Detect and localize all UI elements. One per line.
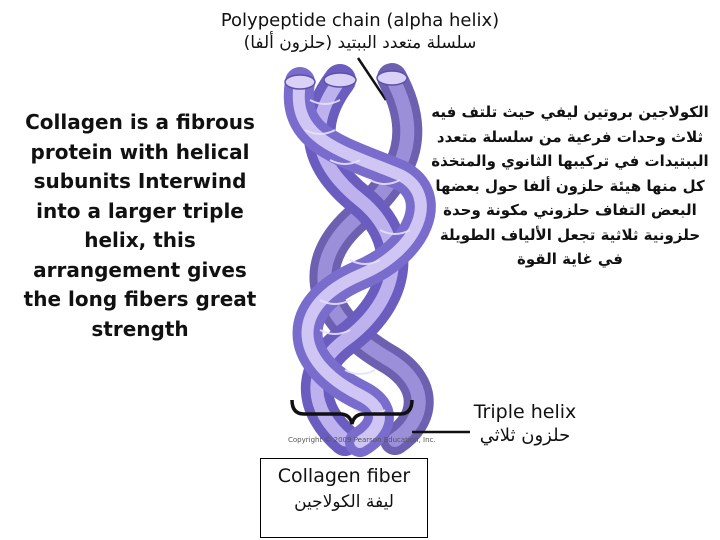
strand-end-top-2 <box>323 72 357 88</box>
title-arabic: سلسلة متعدد الببتيد (حلزون ألفا) <box>243 33 477 53</box>
arabic-description: الكولاجين بروتين ليفي حيث تلتف فيه ثلاث … <box>431 103 709 268</box>
triple-helix-brace <box>290 399 414 425</box>
english-description: Collagen is a fibrous protein with helic… <box>23 110 257 341</box>
triple-helix-label: Triple helix حلزون ثلاثي <box>450 400 600 448</box>
strand-end-top-1 <box>284 74 316 90</box>
inner-alpha-helix <box>304 99 411 415</box>
title-english: Polypeptide chain (alpha helix) <box>220 10 500 31</box>
strand-end-top-3 <box>376 70 408 86</box>
collagen-fiber-box: Collagen fiber ليفة الكولاجين <box>260 458 428 538</box>
collagen-fiber-label-arabic: ليفة الكولاجين <box>294 492 394 512</box>
diagram-title: Polypeptide chain (alpha helix) سلسلة مت… <box>160 10 560 54</box>
collagen-fiber-label-english: Collagen fiber <box>277 465 411 487</box>
triple-helix-label-english: Triple helix <box>473 401 577 423</box>
title-pointer-line <box>356 57 388 101</box>
copyright-notice: Copyright © 2009 Pearson Education, Inc. <box>288 436 436 444</box>
triple-helix-label-arabic: حلزون ثلاثي <box>479 425 571 446</box>
